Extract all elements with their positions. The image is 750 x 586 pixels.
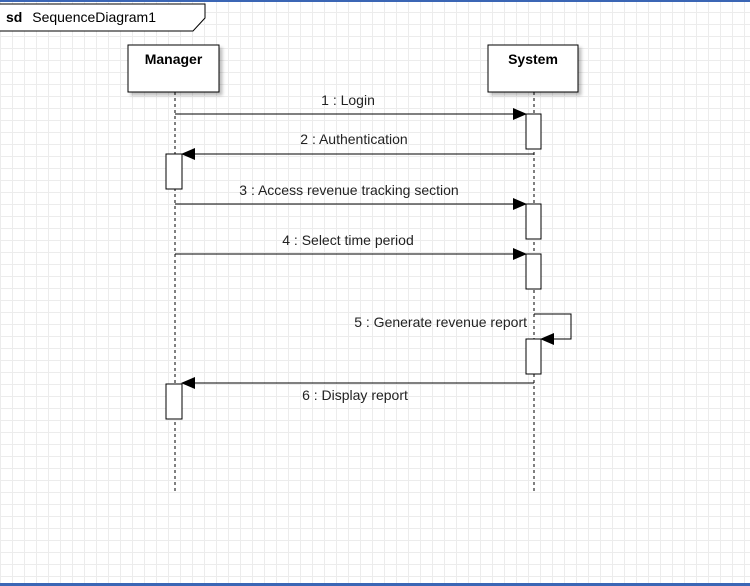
message-6[interactable]: 6 : Display report	[181, 377, 534, 403]
message-2[interactable]: 2 : Authentication	[181, 131, 534, 160]
activation-bar-system-4[interactable]	[525, 253, 542, 290]
frame-label: sd SequenceDiagram1	[0, 3, 206, 32]
lifeline-system[interactable]: System	[487, 44, 579, 494]
top-border	[0, 0, 750, 2]
activation-bar-system-5[interactable]	[525, 338, 542, 375]
message-6-label: 6 : Display report	[302, 387, 408, 403]
message-5-label: 5 : Generate revenue report	[354, 314, 527, 330]
message-1[interactable]: 1 : Login	[175, 92, 527, 120]
message-5[interactable]: 5 : Generate revenue report	[354, 313, 572, 345]
frame-name: SequenceDiagram1	[32, 9, 156, 25]
frame-keyword: sd	[6, 9, 22, 25]
activation-bar-system-3[interactable]	[525, 203, 542, 240]
activation-bar-manager-6[interactable]	[165, 383, 183, 420]
message-5-arrow[interactable]	[534, 313, 572, 345]
message-1-label: 1 : Login	[321, 92, 375, 108]
message-3[interactable]: 3 : Access revenue tracking section	[175, 182, 527, 210]
message-2-label: 2 : Authentication	[300, 131, 407, 147]
activation-bar-system-1[interactable]	[525, 113, 542, 150]
message-4-label: 4 : Select time period	[282, 232, 414, 248]
lifeline-manager[interactable]: Manager	[127, 44, 220, 494]
message-4[interactable]: 4 : Select time period	[175, 232, 527, 260]
lifeline-system-head[interactable]	[487, 44, 579, 93]
activation-bar-manager-2[interactable]	[165, 153, 183, 190]
message-3-label: 3 : Access revenue tracking section	[239, 182, 458, 198]
bottom-border	[0, 583, 750, 586]
lifeline-manager-name: Manager	[145, 51, 203, 67]
lifeline-system-name: System	[508, 51, 558, 67]
lifeline-manager-head[interactable]	[127, 44, 220, 93]
svg-text:sd SequenceDiagram1: sd SequenceDiagram1	[6, 9, 156, 25]
